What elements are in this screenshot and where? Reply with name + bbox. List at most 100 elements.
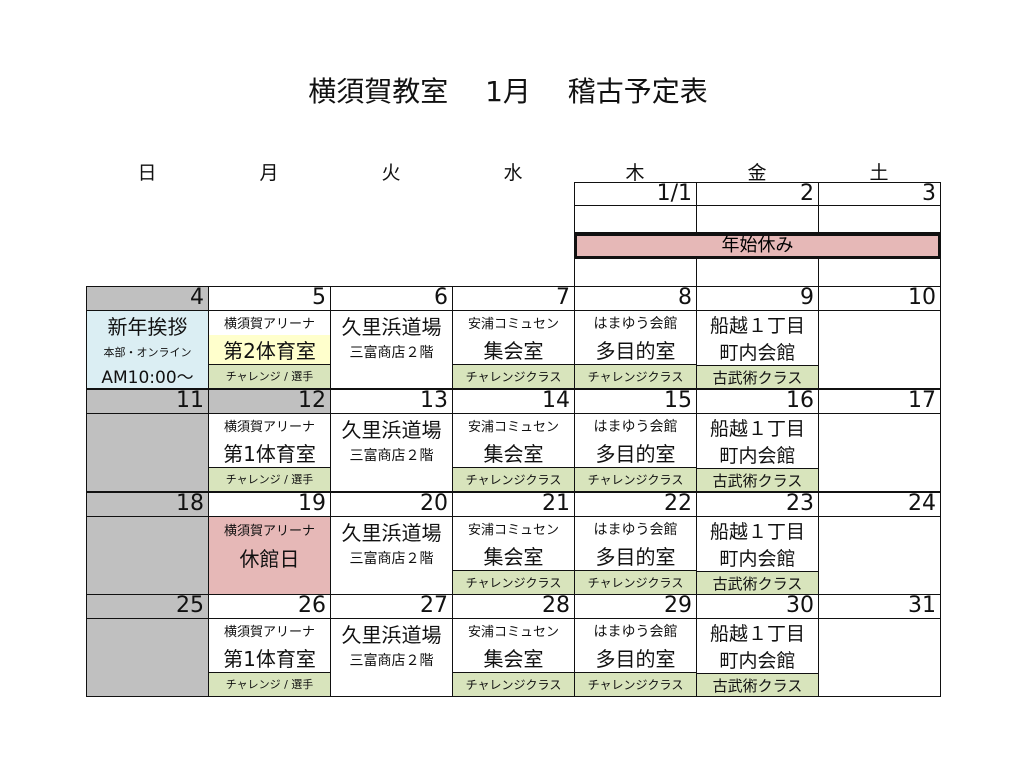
day-body	[818, 310, 941, 389]
date-cell: 20	[330, 492, 453, 517]
venue-name: 安浦コミュセン	[467, 420, 559, 436]
venue-name: はまゆう会館	[593, 521, 678, 538]
venue-name: 久里浜道場	[341, 418, 442, 442]
day-body: 船越１丁目町内会館古武術クラス	[696, 516, 819, 595]
weekday-header: 土	[869, 162, 889, 184]
venue-name: 安浦コミュセン	[467, 625, 559, 641]
day-body: 横須賀アリーナ第1体育室チャレンジ / 選手	[208, 618, 331, 697]
date-cell: 6	[330, 286, 453, 311]
spacer	[331, 672, 452, 696]
empty-cell	[696, 258, 819, 287]
day-body: 久里浜道場三富商店２階	[330, 516, 453, 595]
day-body: 久里浜道場三富商店２階	[330, 310, 453, 389]
day-body: はまゆう会館多目的室チャレンジクラス	[574, 413, 697, 492]
venue-name: 久里浜道場	[341, 315, 442, 339]
day-body: はまゆう会館多目的室チャレンジクラス	[574, 516, 697, 595]
date-cell: 29	[574, 594, 697, 619]
venue-name: 船越１丁目	[709, 623, 805, 645]
date-cell: 30	[696, 594, 819, 619]
day-body	[818, 413, 941, 492]
spacer	[331, 570, 452, 594]
class-label: チャレンジ / 選手	[209, 466, 330, 491]
room-name: 町内会館	[719, 342, 796, 364]
day-body: はまゆう会館多目的室チャレンジクラス	[574, 618, 697, 697]
closed-notice: 休館日	[239, 546, 300, 571]
class-label: チャレンジ / 選手	[209, 671, 330, 696]
venue-name: 久里浜道場	[341, 623, 442, 647]
class-label: 古武術クラス	[697, 571, 818, 594]
new-year-holiday-band: 年始休み	[574, 233, 941, 259]
date-cell: 22	[574, 492, 697, 517]
room-name: 町内会館	[719, 445, 796, 467]
weekday-header: 木	[625, 162, 645, 184]
room-name: 三富商店２階	[349, 345, 434, 361]
class-label: 古武術クラス	[697, 365, 818, 388]
day-body: 船越１丁目町内会館古武術クラス	[696, 413, 819, 492]
day-body	[86, 516, 209, 595]
date-cell: 1/1	[574, 182, 697, 206]
day-body: 船越１丁目町内会館古武術クラス	[696, 310, 819, 389]
class-label: チャレンジクラス	[453, 466, 574, 491]
date-cell: 5	[208, 286, 331, 311]
venue-name: 船越１丁目	[709, 315, 805, 337]
date-cell: 9	[696, 286, 819, 311]
date-cell: 17	[818, 389, 941, 414]
date-cell: 12	[208, 389, 331, 414]
empty-cell	[574, 258, 697, 287]
venue-name: はまゆう会館	[593, 315, 678, 332]
day-body: 安浦コミュセン集会室チャレンジクラス	[452, 618, 575, 697]
class-label: 古武術クラス	[697, 673, 818, 696]
room-name: 多目的室	[595, 544, 676, 569]
day-body: はまゆう会館多目的室チャレンジクラス	[574, 310, 697, 389]
date-cell: 15	[574, 389, 697, 414]
class-label: チャレンジクラス	[575, 363, 696, 388]
venue-name: 船越１丁目	[709, 521, 805, 543]
date-cell: 16	[696, 389, 819, 414]
class-label: チャレンジ / 選手	[209, 363, 330, 388]
page-title: 横須賀教室 1月 稽古予定表	[308, 75, 708, 108]
empty-cell	[818, 205, 941, 233]
day-body: 安浦コミュセン集会室チャレンジクラス	[452, 516, 575, 595]
room-name: 三富商店２階	[349, 448, 434, 464]
empty-cell	[696, 205, 819, 233]
day-body	[86, 618, 209, 697]
spacer	[331, 467, 452, 491]
day-body: 船越１丁目町内会館古武術クラス	[696, 618, 819, 697]
room-name: 集会室	[483, 646, 544, 671]
day-body: 久里浜道場三富商店２階	[330, 618, 453, 697]
room-name: 集会室	[483, 441, 544, 466]
room-name: 集会室	[483, 338, 544, 363]
date-cell: 28	[452, 594, 575, 619]
day-body	[86, 413, 209, 492]
room-name: 第1体育室	[223, 646, 316, 671]
day-body: 横須賀アリーナ第2体育室チャレンジ / 選手	[208, 310, 331, 389]
date-cell: 31	[818, 594, 941, 619]
day-body	[818, 618, 941, 697]
weekday-header: 月	[259, 162, 279, 184]
venue-name: 安浦コミュセン	[467, 317, 559, 333]
day-body: 横須賀アリーナ第1体育室チャレンジ / 選手	[208, 413, 331, 492]
date-cell: 24	[818, 492, 941, 517]
date-cell: 14	[452, 389, 575, 414]
weekday-header: 金	[747, 162, 767, 184]
room-name: 第1体育室	[223, 441, 316, 466]
date-cell: 23	[696, 492, 819, 517]
empty-cell	[574, 205, 697, 233]
class-label: 古武術クラス	[697, 468, 818, 491]
venue-name: はまゆう会館	[593, 623, 678, 640]
date-cell: 10	[818, 286, 941, 311]
class-label: チャレンジクラス	[575, 671, 696, 696]
day-body: 横須賀アリーナ休館日	[208, 516, 331, 595]
date-cell: 3	[818, 182, 941, 206]
date-cell: 26	[208, 594, 331, 619]
venue-name: 久里浜道場	[341, 521, 442, 545]
room-name: 多目的室	[595, 441, 676, 466]
weekday-header: 火	[381, 162, 401, 184]
date-cell: 7	[452, 286, 575, 311]
class-label: チャレンジクラス	[575, 466, 696, 491]
date-cell: 13	[330, 389, 453, 414]
venue-name: 安浦コミュセン	[467, 523, 559, 539]
date-cell: 2	[696, 182, 819, 206]
venue-name: 横須賀アリーナ	[223, 317, 315, 333]
